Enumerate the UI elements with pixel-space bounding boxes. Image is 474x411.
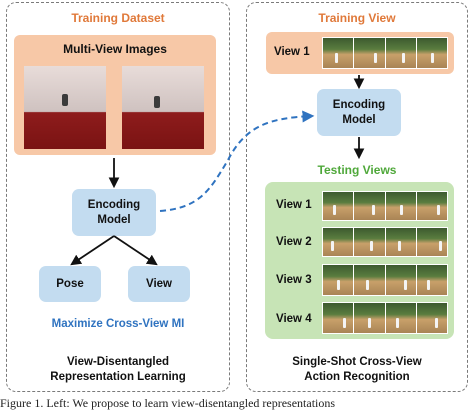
room-image-left [24,66,106,149]
video-frame [416,265,447,295]
training-dataset-title: Training Dataset [71,11,165,25]
testing-view-label-3: View 3 [276,274,312,286]
left-caption-line2: Representation Learning [50,371,186,383]
testing-view-label-1: View 1 [276,199,312,211]
video-frame [416,38,447,68]
training-view-label: View 1 [274,46,310,58]
right-caption: Single-Shot Cross-View Action Recognitio… [246,355,468,385]
maximize-mi-label: Maximize Cross-View MI [51,318,185,330]
encoding-word: Encoding [87,198,141,211]
video-frame [385,38,417,68]
testing-view-label-4: View 4 [276,313,312,325]
pose-label: Pose [56,277,84,290]
model-word: Model [97,213,131,226]
multi-view-images-label: Multi-View Images [63,42,167,56]
video-frame [354,38,386,68]
video-frame [385,192,417,220]
right-caption-line1: Single-Shot Cross-View [292,356,422,368]
video-frame [416,228,447,256]
view-box: View [128,266,190,302]
video-frame [323,192,355,220]
video-frame [385,303,417,333]
testing-views-title: Testing Views [317,163,397,177]
testing-frames-1 [322,191,448,221]
video-frame [385,228,417,256]
pose-box: Pose [39,266,101,302]
left-caption-line1: View-Disentangled [66,356,170,368]
testing-view-label-2: View 2 [276,236,312,248]
video-frame [416,192,447,220]
video-frame [323,265,355,295]
figure-caption-footer: Figure 1. Left: We propose to learn view… [0,396,336,410]
video-frame [323,38,355,68]
training-view-title: Training View [318,11,396,25]
testing-frames-3 [322,264,448,296]
video-frame [354,303,386,333]
model-word: Model [342,113,376,126]
person-figure [154,96,160,108]
video-frame [416,303,447,333]
right-caption-line2: Action Recognition [304,371,410,383]
testing-frames-2 [322,227,448,257]
person-figure [62,94,68,106]
encoding-word: Encoding [332,98,386,111]
video-frame [354,228,386,256]
video-frame [323,228,355,256]
left-caption: View-Disentangled Representation Learnin… [6,355,230,385]
training-frames [322,37,448,69]
room-image-right [122,66,204,149]
video-frame [385,265,417,295]
video-frame [354,192,386,220]
video-frame [323,303,355,333]
view-label: View [146,277,172,290]
video-frame [354,265,386,295]
testing-frames-4 [322,302,448,334]
